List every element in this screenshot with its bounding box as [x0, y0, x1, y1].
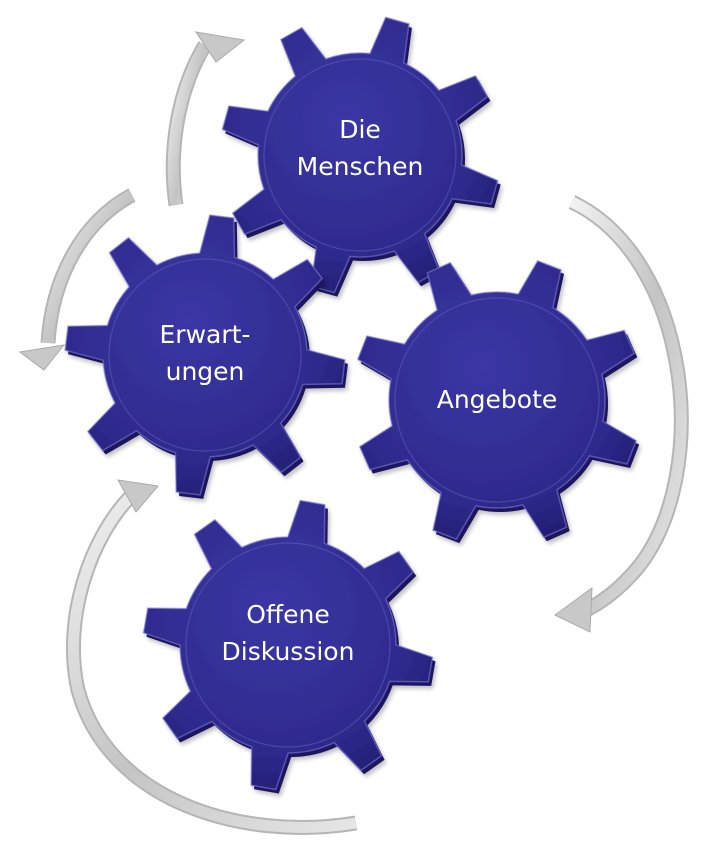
gear-rim — [263, 58, 457, 252]
gear-label: ungen — [166, 357, 245, 386]
arrow-shaft — [167, 42, 210, 206]
gear-label: Diskussion — [222, 637, 355, 666]
arrow-shaft — [67, 491, 357, 833]
arrow-head — [194, 31, 246, 63]
gear-body — [356, 259, 638, 541]
gear-rim — [394, 297, 600, 503]
gear-rim — [108, 258, 302, 452]
gears: DieMenschenErwart-ungenAngeboteOffeneDis… — [64, 16, 640, 794]
gear-label: Angebote — [437, 385, 558, 414]
gear-rim — [185, 542, 391, 748]
connector-arrows — [18, 31, 689, 835]
arrow-head — [554, 586, 593, 633]
gear-label: Die — [339, 115, 381, 144]
arrow-right-down — [554, 195, 689, 633]
arrow-head — [117, 479, 159, 513]
arrow-shaft — [42, 190, 135, 344]
arrow-top-left-up — [165, 31, 246, 207]
gear-erwartungen: Erwart-ungen — [64, 214, 348, 499]
arrow-left-down — [18, 188, 136, 371]
arrow-shaft — [569, 197, 687, 621]
gear-label: Erwart- — [160, 320, 251, 349]
gear-body — [221, 16, 499, 294]
gear-angebote: Angebote — [356, 259, 640, 544]
arrow-bottom-loop-up — [65, 479, 358, 835]
gear-body — [64, 214, 346, 496]
gear-label: Menschen — [297, 152, 424, 181]
gear-label: Offene — [246, 600, 330, 629]
arrow-head — [18, 344, 66, 371]
